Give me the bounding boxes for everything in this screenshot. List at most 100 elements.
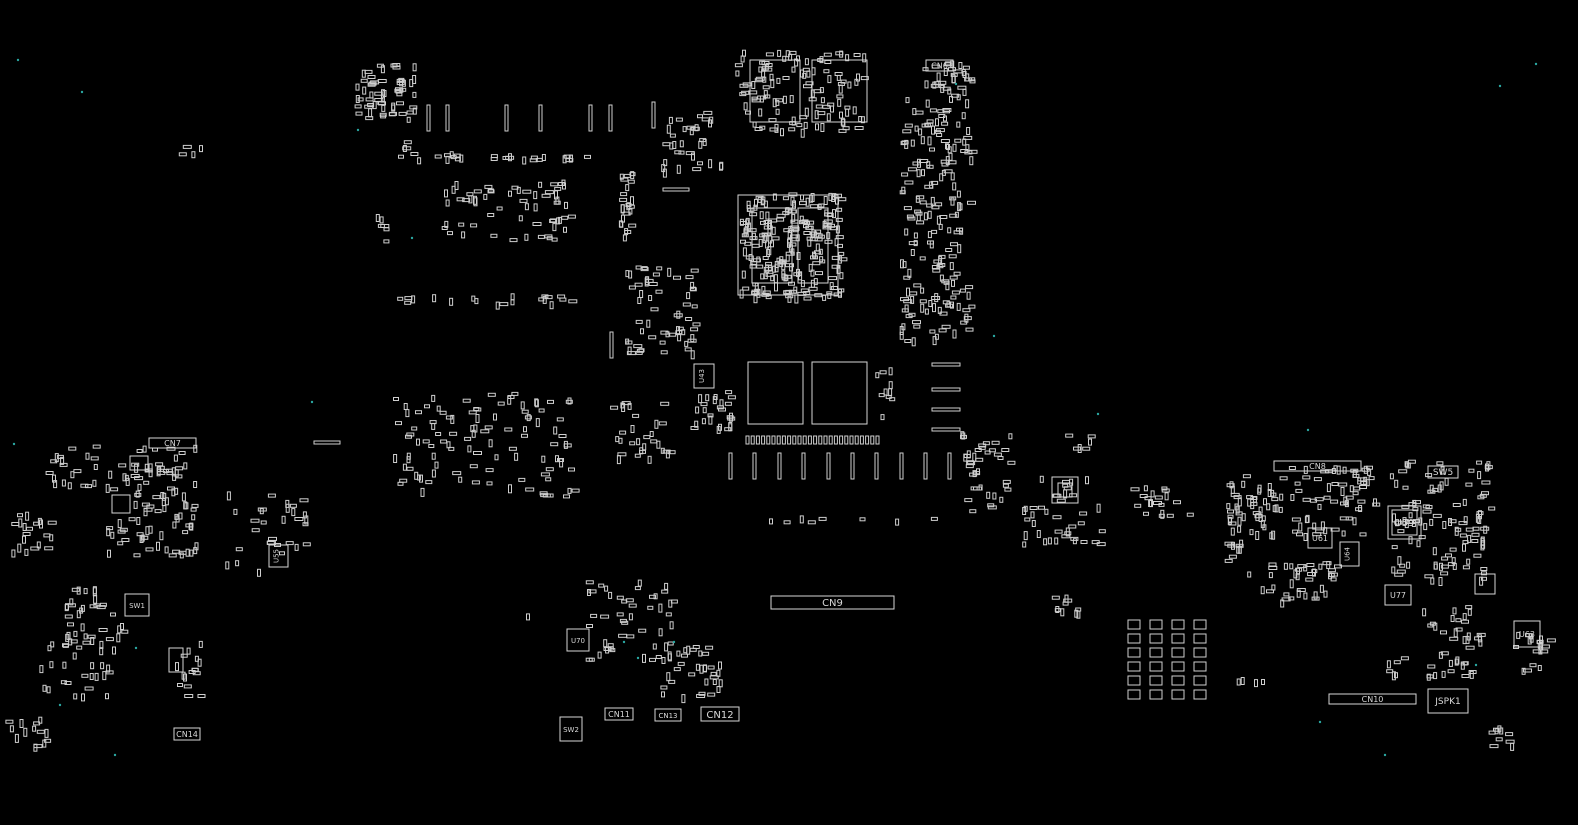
connector-cn8[interactable]: CN8 [1273,460,1362,472]
smd-pad [806,236,813,241]
smd-pad [820,123,825,132]
ic-u55[interactable]: U55 [268,544,289,568]
smd-pad [687,338,697,343]
ic-u64[interactable]: U64 [1339,541,1360,567]
smd-pad [803,224,809,229]
cn10-label: CN10 [1362,695,1384,704]
connector-cn9[interactable]: CN9 [770,595,895,610]
ic-u70[interactable]: U70 [566,628,590,652]
smd-pad [1525,633,1532,638]
smd-pad [505,155,515,160]
smd-pad [1283,562,1288,570]
smd-pad [1289,563,1294,570]
smd-pad [148,470,153,478]
connector-jspk1[interactable]: JSPK1 [1427,688,1469,714]
smd-pad [189,549,194,557]
ic-u59[interactable]: U59 [1387,505,1422,540]
soc-bga-footprint[interactable] [737,194,839,296]
ic-u61[interactable]: U61 [1307,527,1333,549]
smd-pad [1338,482,1348,487]
connector-cn6[interactable]: CN6 [925,59,954,72]
smd-pad [830,105,834,113]
smd-pad [445,415,453,420]
smd-pad [901,323,906,331]
smd-pad [1433,672,1438,680]
smd-pad [1396,569,1406,574]
ic-u77[interactable]: U77 [1384,584,1412,606]
smd-pad [794,294,799,304]
smd-pad [526,613,530,621]
smd-pad [630,171,635,180]
memory-pad-row [745,435,880,445]
smd-pad [1453,628,1458,638]
smd-pad [1413,500,1421,505]
smd-pad [1461,674,1470,678]
ic-u63[interactable]: U63 [1513,620,1541,648]
smd-pad [454,157,461,162]
smd-pad [698,650,703,657]
connector-cn7[interactable]: CN7 [148,437,197,449]
smd-pad [694,124,699,132]
smd-pad [105,637,114,642]
smd-pad [847,81,852,89]
smd-pad [944,62,953,67]
smd-pad [622,234,627,242]
cn8-label: CN8 [1309,462,1326,471]
smd-pad [99,602,107,607]
smd-pad [1247,571,1252,578]
connector-cn14[interactable]: CN14 [173,727,201,741]
smd-pad [374,98,384,102]
ic-u43[interactable]: U43 [693,363,715,389]
smd-pad [635,265,642,270]
smd-pad [1438,577,1443,586]
smd-pad [1098,529,1106,534]
connector-cn10[interactable]: CN10 [1328,693,1417,705]
smd-pad [1416,540,1421,548]
switch-sw5[interactable]: SW5 [1427,465,1459,479]
smd-pad [673,667,681,672]
smd-pad [634,282,643,287]
smd-pad [813,278,818,286]
smd-pad [544,190,554,195]
smd-pad [73,469,82,474]
smd-pad [521,409,529,414]
smd-pad [403,140,412,145]
switch-sw1[interactable]: SW1 [124,593,150,617]
smd-pad [448,446,455,451]
smd-pad [827,292,832,299]
smd-pad [692,322,701,327]
smd-pad [1073,446,1081,451]
smd-pad [924,80,929,89]
switch-sw2[interactable]: SW2 [559,716,583,742]
smd-pad [226,491,231,501]
connector-cn13[interactable]: CN13 [654,708,682,722]
smd-pad [549,219,557,223]
smd-pad [565,158,574,163]
smd-pad [1400,656,1409,661]
smd-pad [844,105,851,110]
cn11-label: CN11 [608,710,630,719]
smd-pad [1227,509,1234,514]
smd-pad [740,239,746,244]
smd-pad [630,425,635,433]
smd-pad [1402,517,1407,526]
smd-pad [444,189,448,198]
smd-pad [950,295,957,300]
smd-pad [1528,633,1533,640]
smd-pad [538,408,545,413]
smd-pad [817,203,822,210]
smd-pad [716,669,721,677]
smd-pad [68,638,73,646]
connector-cn12[interactable]: CN12 [700,706,740,722]
smd-pad [186,647,191,655]
smd-pad [690,334,695,343]
smd-pad [289,503,297,508]
connector-cn11[interactable]: CN11 [604,707,634,721]
passive-component [1127,647,1141,658]
smd-pad [406,466,414,471]
memory-ic-block[interactable] [747,59,868,425]
smd-pad [1408,512,1413,519]
smd-pad [396,92,403,97]
smd-pad [940,159,949,164]
